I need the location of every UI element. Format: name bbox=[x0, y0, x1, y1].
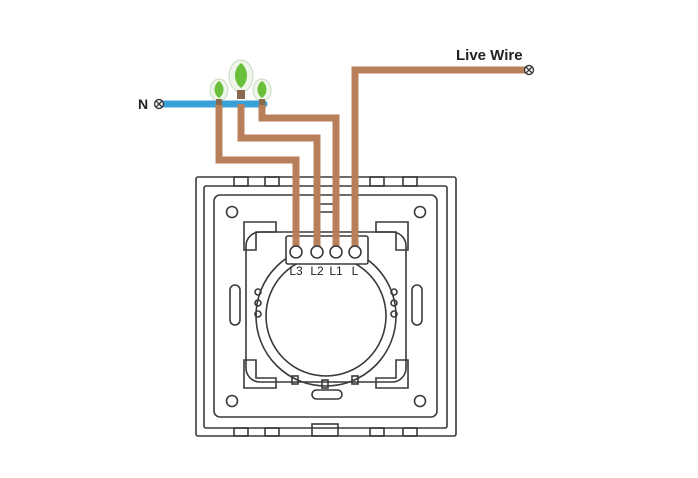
live-wire-main bbox=[351, 66, 525, 250]
terminal-labels: L3 L2 L1 L bbox=[289, 264, 358, 278]
live-connector-icon bbox=[523, 64, 535, 76]
lamp-icon bbox=[252, 78, 272, 105]
lamps bbox=[209, 59, 272, 105]
terminal-label-l1: L1 bbox=[329, 264, 343, 278]
terminal-screw-l bbox=[348, 245, 362, 259]
terminal-label-l: L bbox=[352, 264, 359, 278]
lamp-icon bbox=[228, 59, 254, 99]
switch-panel bbox=[195, 176, 457, 437]
live-wire-label: Live Wire bbox=[456, 47, 523, 64]
terminal-label-l3: L3 bbox=[289, 264, 303, 278]
terminal-label-l2: L2 bbox=[310, 264, 324, 278]
wire-lamp1-l3 bbox=[215, 104, 300, 250]
connectors bbox=[153, 64, 535, 110]
terminal-screw-l2 bbox=[310, 245, 324, 259]
wire-lamp2-l2 bbox=[237, 104, 321, 250]
terminal-screw-l3 bbox=[289, 245, 303, 259]
terminal-screw-l1 bbox=[329, 245, 343, 259]
live-wires bbox=[215, 66, 525, 250]
terminal-screws bbox=[289, 245, 362, 259]
neutral-connector-icon bbox=[153, 98, 165, 110]
neutral-label: N bbox=[138, 96, 148, 112]
wire-lamp3-l1 bbox=[258, 104, 340, 250]
lamp-icon bbox=[209, 78, 229, 105]
